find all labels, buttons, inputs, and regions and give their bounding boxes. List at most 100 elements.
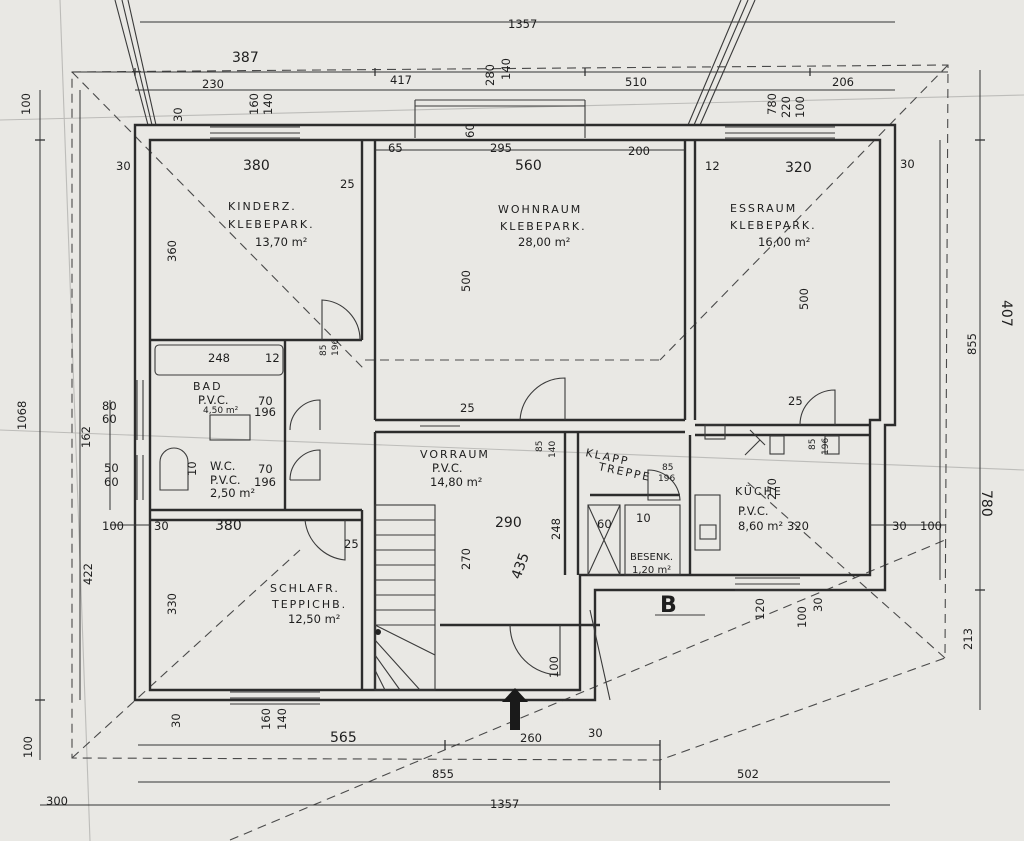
vorraum-name: VORRAUM [420,448,490,461]
schlafr-area: 12,50 m² [288,612,340,626]
kueche-name: KÜCHE [735,485,783,498]
dim: 360 [165,240,179,262]
dim: 500 [797,288,811,310]
bad-name: BAD [193,380,223,393]
dim: 196 [254,405,276,419]
dim: 100 [920,519,942,533]
dim: 100 [102,519,124,533]
wohnraum-name: WOHNRAUM [498,203,582,216]
dim: 213 [961,628,975,650]
dim: 162 [79,426,93,448]
dim-bottom-outer: 300 [46,794,68,808]
dim: 510 [625,75,647,89]
dim: 206 [832,75,854,89]
schlafr-floor: TEPPICHB. [271,598,347,611]
wc-floor: P.V.C. [210,473,241,487]
marker-b: B [660,593,677,618]
dim: 85 [808,439,818,450]
dim: 30 [154,519,169,533]
wc-name: W.C. [210,459,235,473]
dim: 200 [628,144,650,158]
dim: 248 [549,518,563,540]
dim: 25 [340,177,355,191]
dim: 25 [788,394,803,408]
dim: 65 [388,141,403,155]
besenk-name: BESENK. [630,552,673,563]
dim: 85 [662,463,673,473]
essraum-floor: KLEBEPARK. [730,219,817,232]
dim: 160 [247,93,261,115]
dim: 100 [795,606,809,628]
dim: 30 [900,157,915,171]
kueche-floor: P.V.C. [738,504,769,518]
dim-right-total: 855 [965,333,979,355]
doors [289,299,836,701]
dim: 50 [104,461,119,475]
vorraum-floor: P.V.C. [432,461,463,475]
dim: 70 [258,462,273,476]
exterior-walls [133,123,897,702]
dim: 160 [259,708,273,730]
dim: 80 [102,399,117,413]
dim: 248 [208,351,230,365]
dim-left-total: 1068 [15,401,29,430]
essraum-name: ESSRAUM [730,202,797,215]
dim: 12 [705,159,720,173]
stairs [374,504,436,691]
dim: 140 [275,708,289,730]
dim: 100 [21,736,35,758]
kinderz-name: KINDERZ. [228,200,297,213]
dim: 196 [658,474,675,484]
dim: 100 [793,96,807,118]
dim: 196 [331,339,341,356]
dim: 196 [254,475,276,489]
dim: 140 [499,58,513,80]
dim: 560 [515,158,542,174]
dim: 260 [520,731,542,745]
bad-area: 4,50 m² [203,406,239,416]
dim: 30 [116,159,131,173]
dim: 25 [344,537,359,551]
dim: 435 [509,551,533,582]
dim-top-overall: 387 [232,50,259,66]
kinderz-floor: KLEBEPARK. [228,218,315,231]
interior-walls [150,140,870,690]
dim: 280 [483,64,497,86]
entrance-arrow-icon [502,688,528,730]
dim-right-side: 407 [998,300,1014,327]
dim: 270 [765,478,779,500]
dim: 140 [261,93,275,115]
dim: 60 [104,475,119,489]
dim: 220 [779,96,793,118]
dim-bottom-left: 855 [432,767,454,781]
essraum-area: 16,00 m² [758,235,810,249]
wohnraum-floor: KLEBEPARK. [500,220,587,233]
dim: 196 [821,438,831,455]
dimension-numbers: 1357 387 230 417 510 206 280 140 100 160… [15,17,1014,811]
dim: 25 [460,401,475,415]
dim: 70 [258,394,273,408]
dim: 295 [490,141,512,155]
dim: 100 [547,656,561,678]
room-labels: KINDERZ. KLEBEPARK. 13,70 m² WOHNRAUM KL… [193,200,817,626]
dim: 30 [811,597,825,612]
dim-bottom-right: 502 [737,767,759,781]
dim: 30 [171,107,185,122]
dim: 120 [753,598,767,620]
dim: 417 [390,73,412,87]
dim: 320 [785,160,812,176]
windows [136,99,835,705]
dim: 290 [495,515,522,531]
dim: 60 [463,123,477,138]
dim: 270 [459,548,473,570]
dim: 30 [892,519,907,533]
fixtures [154,344,840,576]
dim: 500 [459,270,473,292]
dim: 30 [169,713,183,728]
kueche-area: 8,60 m² [738,519,783,533]
dim: 60 [102,412,117,426]
dim: 320 [787,519,809,533]
dim: 330 [165,593,179,615]
